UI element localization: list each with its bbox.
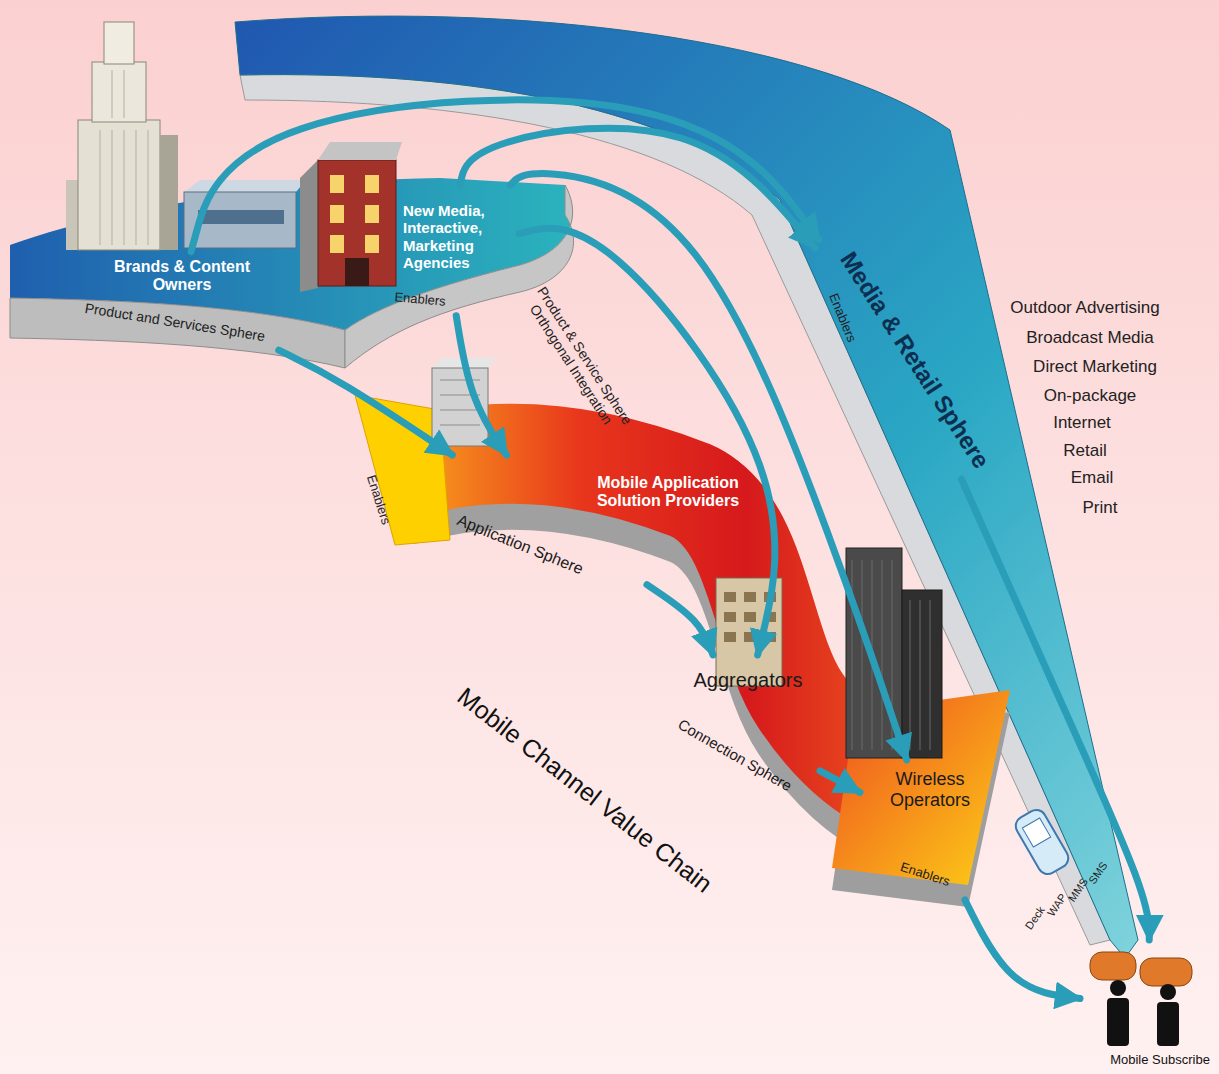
- sphere-label: Product and Services Sphere: [84, 300, 266, 344]
- chain-title: Mobile Channel Value Chain: [452, 682, 718, 899]
- person-head: [1110, 980, 1126, 996]
- enablers-label: Enablers: [394, 290, 446, 309]
- agency-windows: [330, 175, 379, 253]
- flow-arrow: [519, 228, 775, 655]
- channel-item: Print: [1083, 498, 1118, 518]
- channel-item: Broadcast Media: [1026, 328, 1154, 348]
- phone-icon: [1012, 806, 1072, 877]
- office-windows: [198, 210, 284, 224]
- edge-label: Product & Service Sphere Orthogonal Inte…: [517, 278, 639, 442]
- operator-annex: [902, 590, 942, 758]
- operator-stage: Wireless OperatorsEnablers: [860, 760, 1000, 900]
- subscriber-roll: [1090, 952, 1136, 980]
- subscriber-group: Mobile Subscribe: [1080, 940, 1216, 1073]
- flow-arrow: [961, 479, 1149, 940]
- stage-label: Aggregators: [694, 669, 803, 692]
- connection-stage: AggregatorsConnection Sphere: [660, 655, 820, 801]
- flow-arrow: [279, 350, 453, 455]
- agency-label: New Media, Interactive, Marketing Agenci…: [403, 202, 513, 271]
- sphere-label: Connection Sphere: [675, 715, 795, 794]
- tower-upper: [92, 62, 146, 122]
- platform-label: Brands & Content Owners: [112, 258, 252, 295]
- flow-arrow: [191, 100, 819, 252]
- brands-platform: Brands & Content OwnersProduct and Servi…: [60, 252, 295, 351]
- agency-platform: New Media, Interactive, Marketing Agenci…: [372, 185, 519, 316]
- tower-windows: [100, 70, 148, 245]
- subscriber-label: Mobile Subscribe: [1110, 1053, 1210, 1068]
- subscriber-roll: [1140, 958, 1192, 986]
- bearer-label: Deck: [1023, 904, 1048, 932]
- channel-item: Email: [1071, 468, 1114, 488]
- tower-top: [104, 22, 134, 64]
- sphere-label: Application Sphere: [454, 511, 585, 578]
- person-head: [1160, 984, 1176, 1000]
- tower-side: [160, 135, 178, 250]
- channel-item: Internet: [1053, 413, 1111, 433]
- agency-building: [318, 160, 396, 286]
- flow-arrow: [456, 316, 506, 455]
- phone-screen: [1022, 818, 1050, 847]
- agency-side: [300, 160, 318, 292]
- person-body: [1157, 1002, 1179, 1046]
- channel-item: Retail: [1063, 441, 1106, 461]
- enablers-label: Enablers: [898, 860, 951, 890]
- channel-item: Direct Marketing: [1033, 357, 1157, 377]
- person-body: [1107, 998, 1129, 1046]
- media-ribbon: [235, 16, 1138, 958]
- channel-item: Outdoor Advertising: [1010, 298, 1159, 318]
- enablers-label: Enablers: [825, 291, 858, 344]
- flow-arrow: [647, 585, 713, 655]
- flow-arrow: [965, 900, 1080, 998]
- office-roof: [184, 180, 306, 192]
- agency-door: [345, 258, 369, 286]
- stage-label: Wireless Operators: [875, 769, 985, 810]
- sphere-label: Media & Retail Sphere: [835, 247, 995, 473]
- media-retail-band: Media & Retail SphereEnablers: [815, 240, 1001, 479]
- channel-item: On-package: [1044, 386, 1137, 406]
- enablers-label: Enablers: [363, 473, 393, 526]
- flow-arrow: [820, 771, 860, 793]
- stage-label: Mobile Application Solution Providers: [593, 474, 743, 511]
- phone-body: [1012, 806, 1072, 877]
- agency-roof: [318, 142, 402, 160]
- flow-arrow: [460, 128, 815, 248]
- application-sphere: Mobile Application Solution ProvidersApp…: [350, 455, 749, 585]
